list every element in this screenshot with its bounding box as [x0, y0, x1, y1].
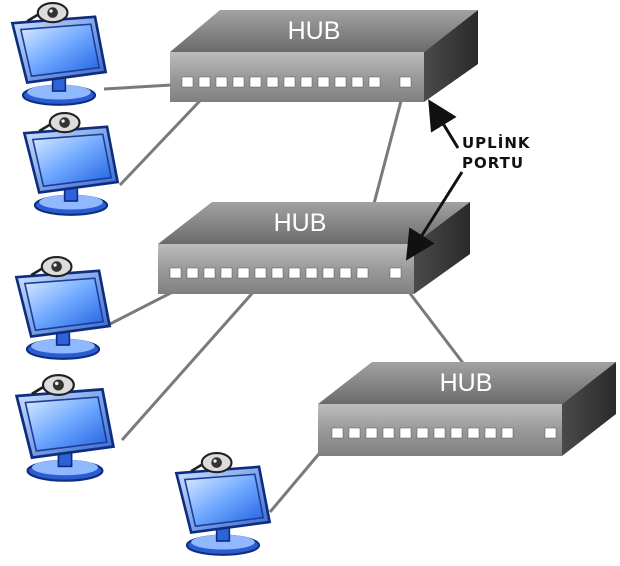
- hub-1-label: HUB: [288, 17, 341, 45]
- computer-icon: [174, 452, 272, 557]
- hub-3-top: [318, 362, 616, 404]
- hub-2-top: [158, 202, 470, 244]
- hub-1-front: [170, 52, 424, 102]
- hub-1: HUB: [170, 10, 478, 102]
- uplink-arrow-to-hub1: [428, 99, 460, 149]
- hub-3: HUB: [318, 362, 616, 456]
- uplink-label-line1: UPLİNK: [462, 133, 531, 152]
- uplink-label-line2: PORTU: [462, 154, 524, 172]
- hub-2-front: [158, 244, 414, 294]
- hub-3-ports: [331, 427, 557, 439]
- hub-2-side: [414, 202, 470, 294]
- hub-2-label: HUB: [274, 209, 327, 237]
- computer-icon: [10, 2, 108, 107]
- computer-icon: [15, 374, 115, 483]
- hub-1-uplink-port: [399, 76, 412, 88]
- hub-2: HUB: [158, 202, 470, 294]
- cable-pc4-hub2: [120, 279, 266, 441]
- cables: [103, 81, 522, 513]
- hub-1-side: [424, 10, 478, 102]
- hub-1-ports: [181, 76, 412, 88]
- hub-3-uplink-port: [544, 427, 557, 439]
- hub-2-ports: [169, 267, 402, 279]
- computer-icon: [22, 112, 120, 217]
- cable-pc2-hub1: [118, 84, 216, 187]
- hub-3-side: [562, 362, 616, 456]
- hub-1-top: [170, 10, 478, 52]
- uplink-arrow-to-hub2: [405, 171, 464, 261]
- hub-3-label: HUB: [440, 369, 493, 397]
- hub-2-uplink-port: [389, 267, 402, 279]
- computer-icon: [14, 256, 112, 361]
- uplink-annotation: UPLİNK PORTU: [405, 99, 531, 261]
